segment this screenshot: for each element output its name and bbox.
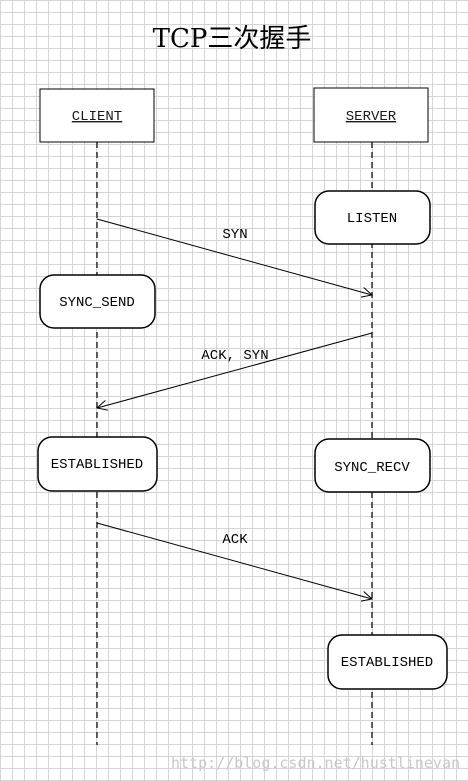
state-label: SYNC_RECV (334, 460, 410, 476)
state-server-established: ESTABLISHED (327, 634, 448, 690)
state-label: ESTABLISHED (51, 457, 143, 473)
state-client-established: ESTABLISHED (37, 436, 158, 492)
state-label: LISTEN (347, 211, 397, 227)
message-ack: ACK (96, 522, 372, 599)
server-actor-label: SERVER (346, 109, 397, 125)
state-server-sync-recv: SYNC_RECV (314, 438, 431, 493)
message-ack-arrow (96, 522, 372, 599)
message-ack-label: ACK (222, 532, 248, 548)
message-ack-syn-label: ACK, SYN (201, 348, 268, 364)
message-ack-syn: ACK, SYN (97, 332, 373, 408)
message-syn-arrow (96, 218, 372, 295)
client-actor: CLIENT (39, 88, 155, 143)
server-actor: SERVER (313, 87, 429, 143)
watermark-text: http://blog.csdn.net/hustlinevan (171, 754, 460, 772)
state-server-listen: LISTEN (314, 190, 431, 245)
message-syn-label: SYN (222, 227, 247, 243)
state-client-sync-send: SYNC_SEND (39, 274, 156, 329)
diagram-title: TCP三次握手 (153, 24, 312, 54)
message-syn: SYN (96, 218, 372, 295)
state-label: ESTABLISHED (341, 655, 433, 671)
client-actor-label: CLIENT (72, 109, 122, 125)
message-ack-syn-arrow (97, 332, 373, 408)
state-label: SYNC_SEND (59, 295, 135, 311)
